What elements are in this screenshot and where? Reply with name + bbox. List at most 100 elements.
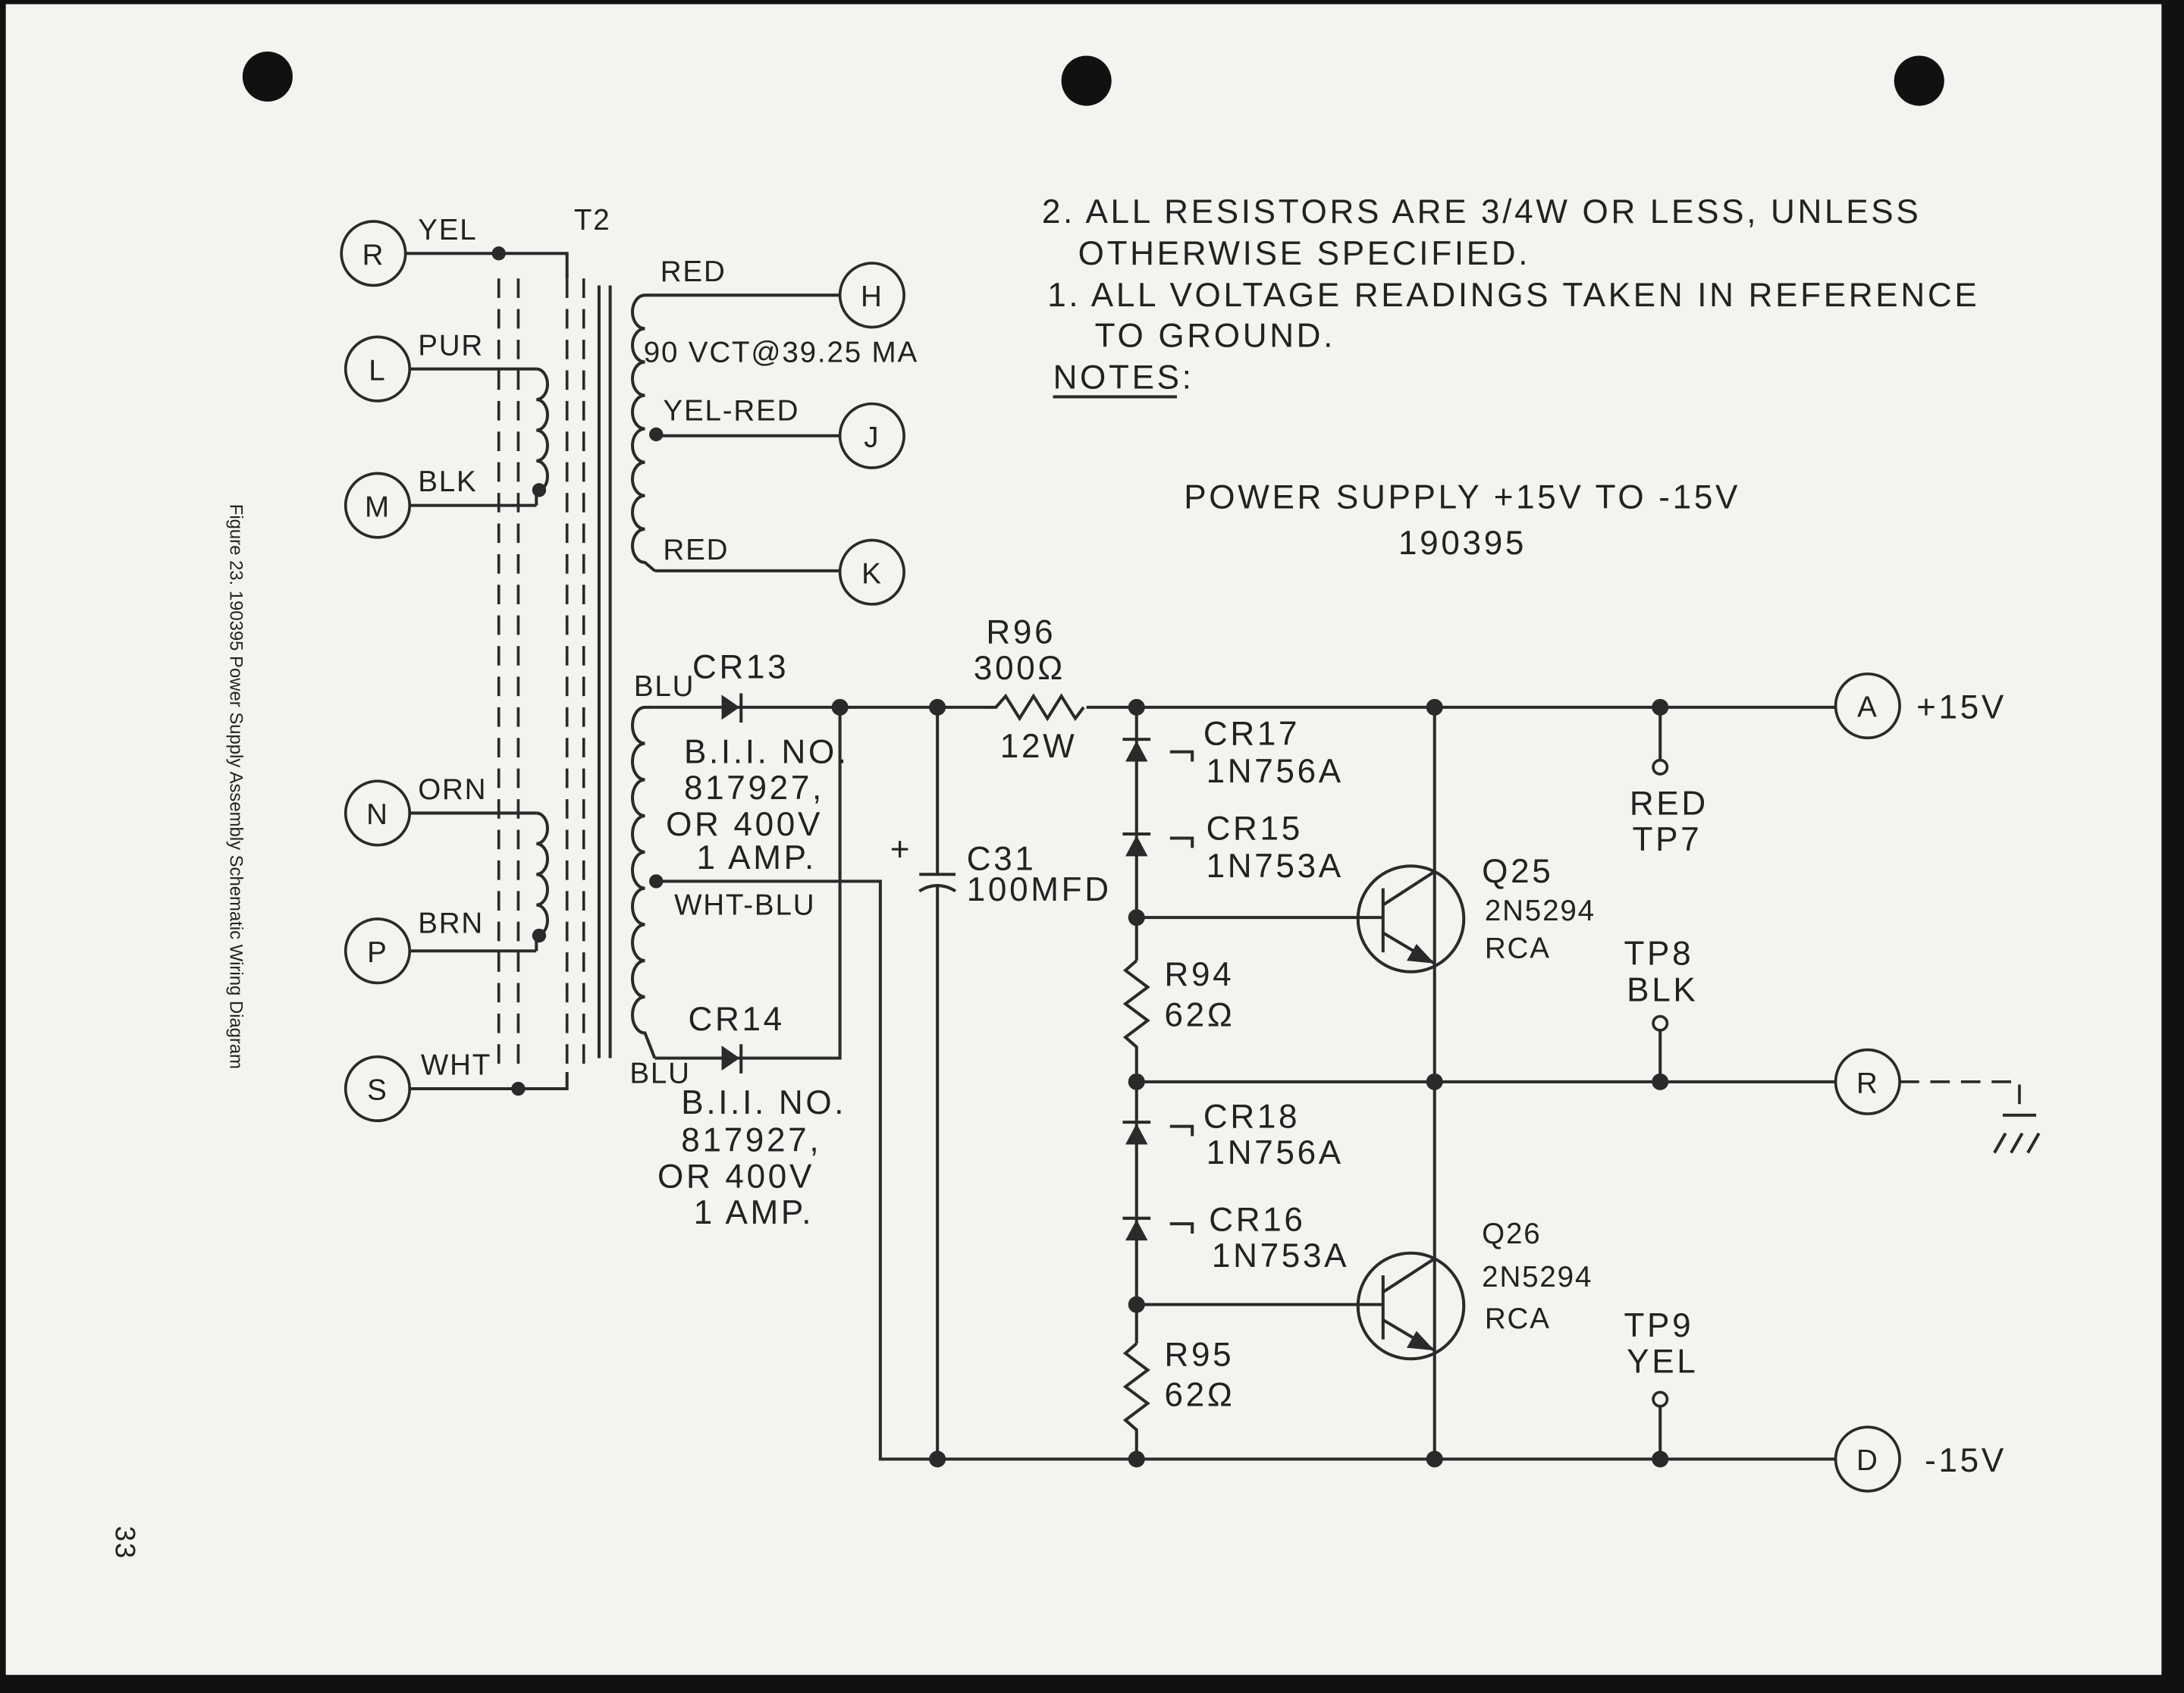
test-point-tp8[interactable]	[1652, 1014, 1669, 1032]
cr16-label: CR16	[1209, 1201, 1305, 1238]
connector-label: K	[861, 557, 883, 590]
connector-d[interactable]: D	[1834, 1425, 1901, 1493]
connector-k[interactable]: K	[838, 538, 905, 606]
wire-label: BRN	[418, 907, 484, 939]
connector-label: M	[365, 491, 391, 523]
resistor-r94	[1122, 959, 1150, 1344]
tp7-color: RED	[1630, 785, 1709, 822]
connector-label: P	[367, 936, 388, 969]
notes: 2. ALL RESISTORS ARE 3/4W OR LESS, UNLES…	[1042, 193, 1977, 562]
junction-dots	[831, 698, 1669, 1468]
cr13-note: B.I.I. NO.	[684, 733, 849, 770]
t2-label: T2	[574, 204, 611, 237]
connector-j[interactable]: J	[838, 402, 905, 469]
zener-diodes	[1122, 738, 1194, 1241]
notes-heading: NOTES:	[1053, 359, 1194, 396]
cr14-note: B.I.I. NO.	[681, 1084, 846, 1121]
binder-holes	[242, 51, 1944, 106]
q26-label: Q26	[1482, 1218, 1541, 1250]
tp8-label: TP8	[1624, 936, 1693, 973]
ground-icon	[1993, 1113, 2041, 1154]
c31-label: C31	[967, 841, 1037, 878]
r96-value: 300Ω	[974, 650, 1065, 687]
connectors: R L M N P S H J K A R D	[340, 220, 1901, 1493]
r95-value: 62Ω	[1164, 1377, 1235, 1414]
connector-m[interactable]: M	[344, 472, 412, 539]
note-2-line2: OTHERWISE SPECIFIED.	[1078, 235, 1531, 272]
connector-label: J	[864, 421, 880, 453]
connector-label: A	[1857, 691, 1878, 724]
transistor-q25	[1356, 864, 1466, 973]
wire-label: RED	[661, 256, 726, 288]
resistor-r95	[1122, 1342, 1150, 1459]
r95-label: R95	[1164, 1336, 1234, 1373]
wire-label: YEL-RED	[663, 395, 799, 428]
cr17-label: CR17	[1203, 715, 1300, 752]
figure-caption: Figure 23. 190395 Power Supply Assembly …	[225, 504, 246, 1069]
tp9-color: YEL	[1627, 1343, 1698, 1381]
wire-label: WHT	[421, 1049, 491, 1082]
connector-n[interactable]: N	[344, 779, 412, 847]
c31-polarity: +	[890, 831, 912, 868]
output-plus-15v: +15V	[1916, 689, 2007, 726]
binder-hole	[242, 51, 293, 102]
diode-cr14	[721, 1046, 740, 1071]
note-2-line1: 2. ALL RESISTORS ARE 3/4W OR LESS, UNLES…	[1042, 193, 1922, 230]
connector-label: L	[369, 354, 386, 387]
connector-p[interactable]: P	[344, 917, 412, 985]
connector-h[interactable]: H	[838, 262, 905, 329]
wire-label: RED	[663, 534, 729, 566]
connector-label: H	[861, 281, 883, 313]
q26-part: 2N5294	[1482, 1261, 1592, 1293]
wire-label: WHT-BLU	[674, 889, 815, 921]
cr13-label: CR13	[692, 648, 789, 685]
cr14-label: CR14	[688, 1001, 784, 1038]
cr13-note: OR 400V	[666, 806, 823, 843]
cr18-part: 1N756A	[1207, 1134, 1344, 1171]
cr14-note: 1 AMP.	[694, 1194, 814, 1231]
c31-value: 100MFD	[967, 871, 1112, 908]
cr15-label: CR15	[1207, 810, 1303, 847]
connector-label: R	[362, 239, 385, 271]
connector-s[interactable]: S	[344, 1055, 412, 1123]
resistor-r96	[981, 693, 1085, 722]
cr16-part: 1N753A	[1212, 1237, 1349, 1274]
cr14-note: OR 400V	[657, 1158, 814, 1195]
wire-label: BLU	[629, 1058, 691, 1090]
binder-hole	[1061, 55, 1112, 106]
r96-label: R96	[986, 613, 1056, 651]
connector-r[interactable]: R	[340, 220, 407, 287]
diode-cr13	[721, 694, 740, 720]
tp8-color: BLK	[1627, 971, 1698, 1008]
transistor-q26	[1356, 1251, 1466, 1361]
cr15-part: 1N753A	[1207, 848, 1344, 885]
binder-hole	[1894, 55, 1944, 106]
tp9-label: TP9	[1624, 1307, 1693, 1344]
test-point-tp7[interactable]	[1652, 758, 1669, 776]
connector-label: R	[1856, 1068, 1879, 1100]
r96-power: 12W	[1000, 728, 1078, 765]
test-point-tp9[interactable]	[1652, 1390, 1669, 1408]
connector-r-ground[interactable]: R	[1834, 1048, 1901, 1115]
wire-label: YEL	[418, 214, 477, 246]
connector-l[interactable]: L	[344, 335, 412, 403]
connector-label: D	[1856, 1444, 1879, 1477]
transformer-t2: T2 90 VCT@39.25 MA	[405, 204, 918, 1096]
wire-label: BLK	[418, 466, 477, 498]
wire-label: PUR	[418, 329, 484, 362]
note-1-line2: TO GROUND.	[1095, 317, 1335, 354]
r94-label: R94	[1164, 956, 1234, 993]
q25-mfr: RCA	[1485, 932, 1551, 964]
connector-label: S	[367, 1074, 388, 1107]
q25-part: 2N5294	[1485, 895, 1596, 927]
connector-a[interactable]: A	[1834, 672, 1901, 740]
cr13-note: 1 AMP.	[696, 839, 816, 876]
wire-label: BLU	[634, 670, 695, 703]
title-line2: 190395	[1398, 525, 1527, 562]
cr13-note: 817927,	[684, 770, 824, 807]
page-number: 33	[110, 1526, 141, 1560]
transformer-rating: 90 VCT@39.25 MA	[644, 336, 918, 368]
connector-label: N	[366, 798, 389, 831]
component-labels: CR13 CR14 B.I.I. NO. 817927, OR 400V 1 A…	[657, 613, 2007, 1479]
